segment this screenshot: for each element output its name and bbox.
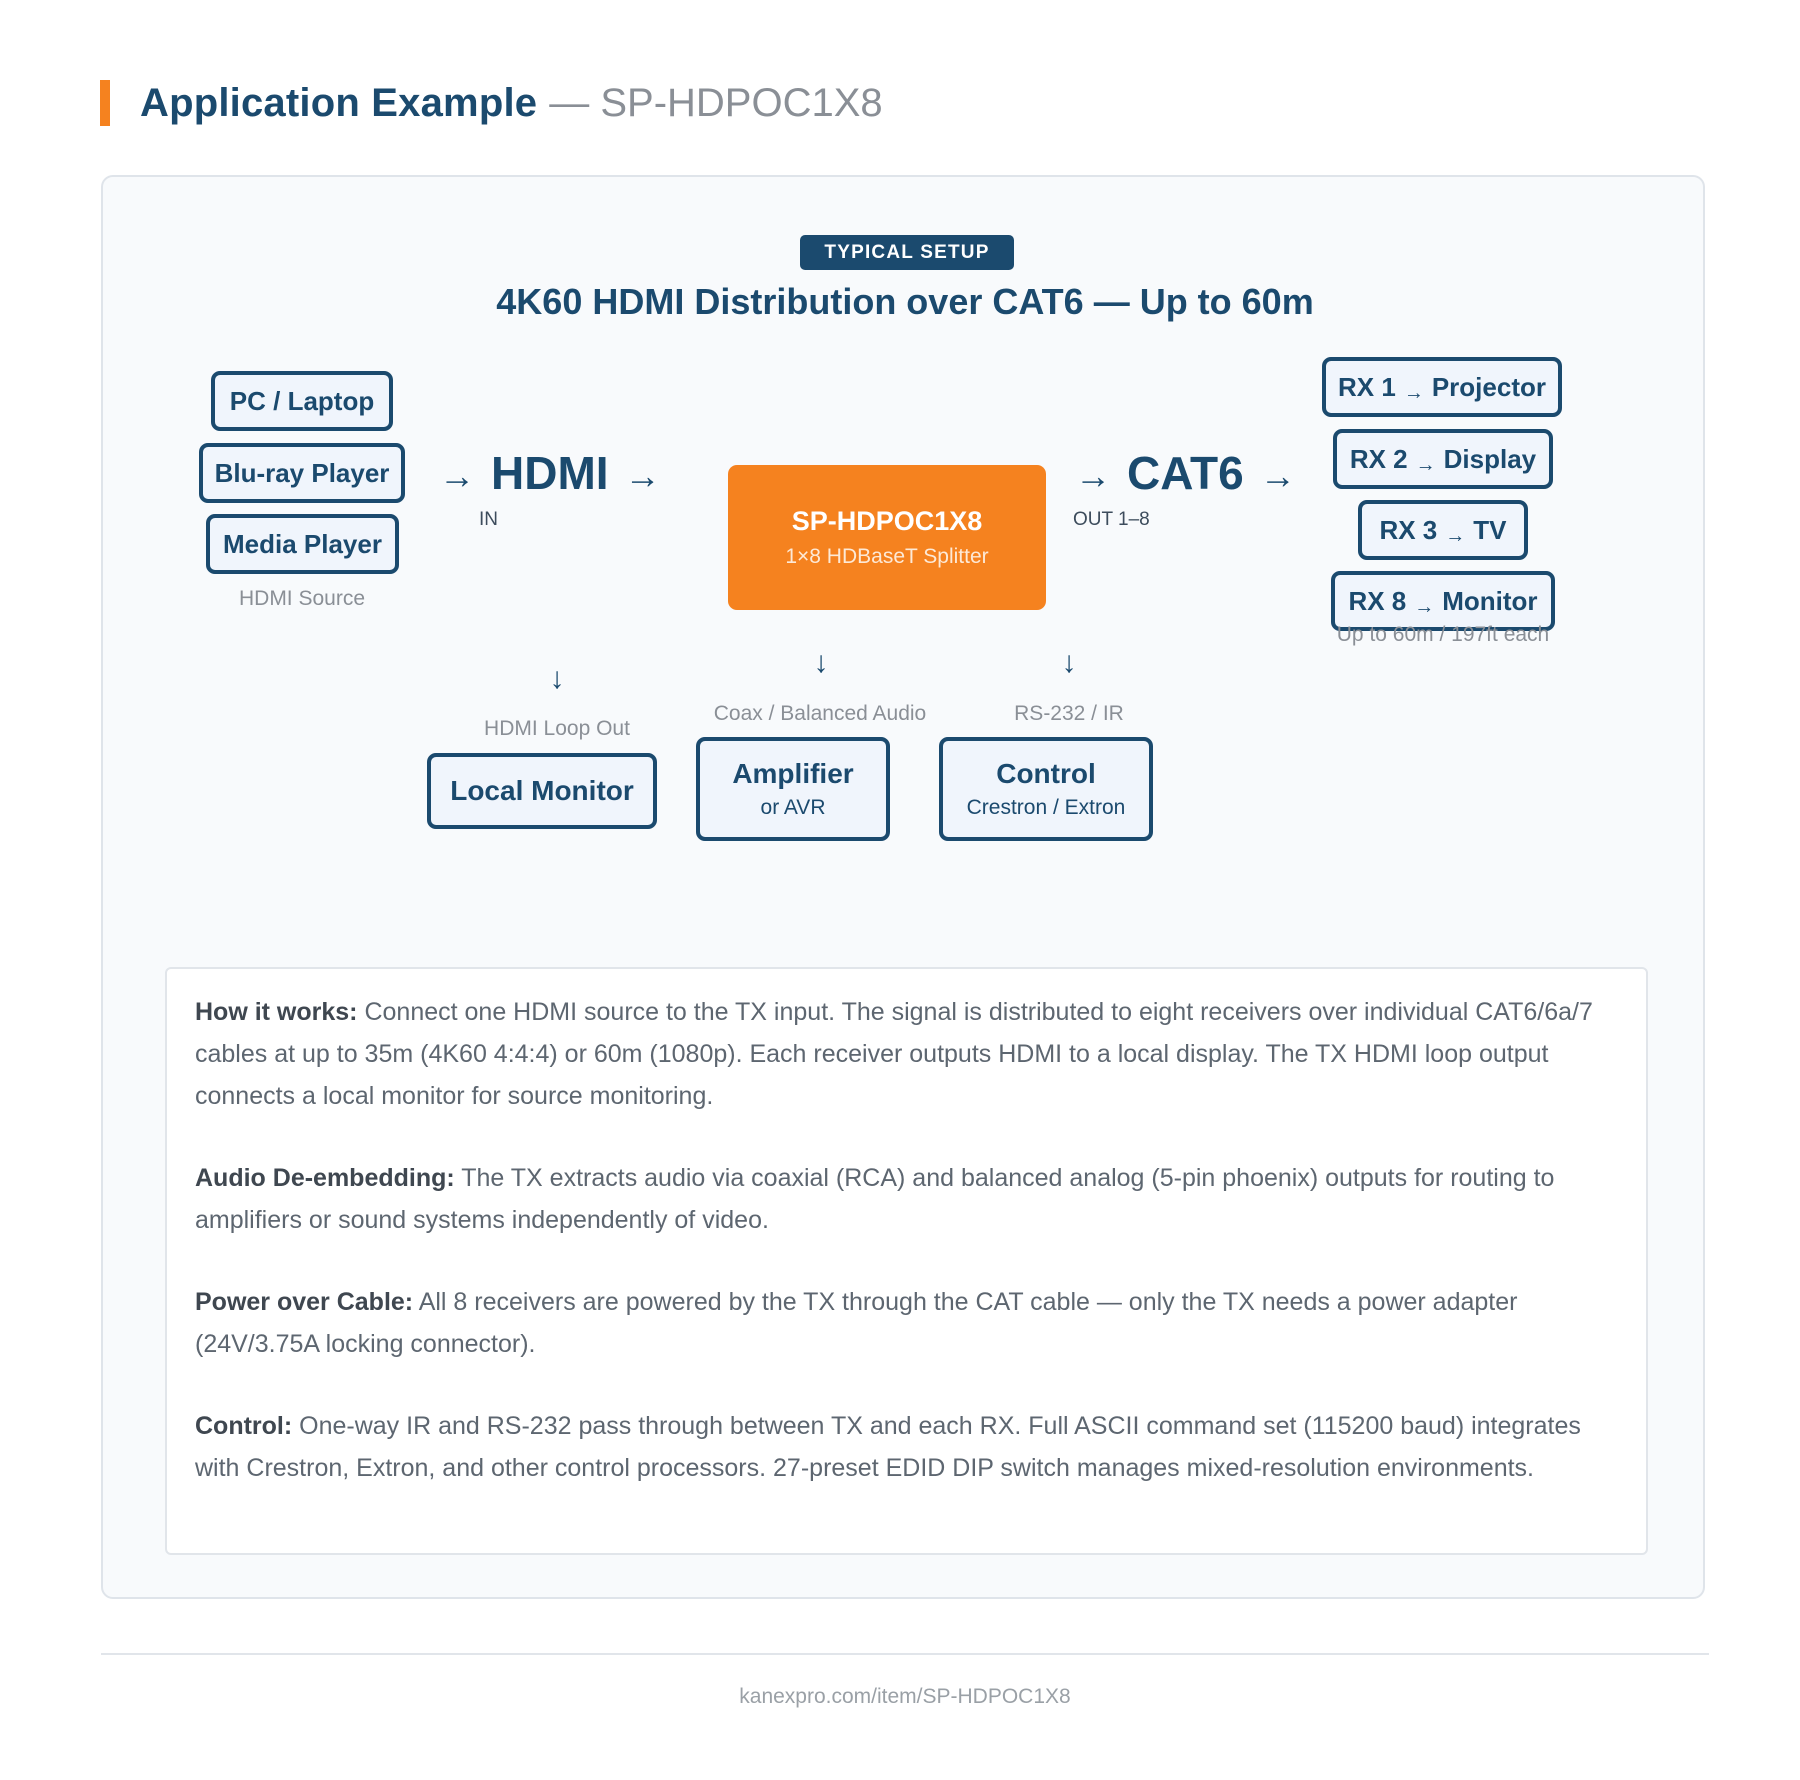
output-subtitle: Crestron / Extron: [966, 796, 1126, 819]
output-box-local-monitor: Local Monitor: [427, 753, 657, 829]
note-heading: Control:: [195, 1412, 293, 1440]
receiver-target: TV: [1473, 514, 1507, 545]
output-label-rs232-ir: RS-232 / IR: [1014, 702, 1124, 725]
receiver-box-rx3: RX 3 → TV: [1358, 500, 1528, 560]
source-box-pc-laptop: PC / Laptop: [211, 371, 393, 431]
receiver-id: RX 3: [1379, 514, 1438, 545]
splitter-name: SP-HDPOC1X8: [791, 506, 983, 536]
footer-link[interactable]: kanexpro.com/item/SP-HDPOC1X8: [739, 1685, 1071, 1708]
receiver-box-rx8: RX 8 → Monitor: [1331, 571, 1555, 631]
arrow-down-icon: ↓: [1061, 646, 1077, 679]
output-title: Local Monitor: [450, 775, 634, 806]
footer-divider: [101, 1653, 1709, 1655]
output-box-amplifier: Amplifier or AVR: [696, 737, 890, 841]
hdmi-label: HDMI: [491, 447, 609, 499]
receiver-box-rx1: RX 1 → Projector: [1322, 357, 1562, 417]
arrow-down-icon: ↓: [813, 646, 829, 679]
diagram-title: 4K60 HDMI Distribution over CAT6 — Up to…: [496, 281, 1314, 322]
arrow-right-icon: →: [439, 455, 475, 496]
receiver-id: RX 8: [1348, 585, 1407, 616]
output-port-label: OUT 1–8: [1073, 509, 1150, 530]
page-title: Application Example: [140, 80, 538, 125]
receiver-target: Projector: [1431, 371, 1546, 402]
sources-caption: HDMI Source: [238, 587, 366, 610]
note-text: Connect one HDMI source to the TX input.…: [195, 998, 1593, 1110]
note-audio-deembedding: Audio De-embedding: The TX extracts audi…: [195, 1157, 1618, 1241]
note-heading: Power over Cable:: [195, 1288, 414, 1316]
output-subtitle: or AVR: [760, 796, 826, 819]
note-text: One-way IR and RS-232 pass through betwe…: [195, 1412, 1581, 1482]
note-heading: Audio De-embedding:: [195, 1164, 455, 1192]
receivers-caption: Up to 60m / 197ft each: [1336, 623, 1550, 646]
typical-setup-badge: TYPICAL SETUP: [800, 235, 1014, 270]
receiver-target: Monitor: [1442, 585, 1538, 616]
notes-box: How it works: Connect one HDMI source to…: [165, 967, 1648, 1555]
hdmi-input-flow: → HDMI →: [423, 443, 677, 503]
arrow-right-icon: →: [1415, 453, 1436, 476]
output-title: Control: [996, 758, 1096, 789]
receiver-target: Display: [1443, 443, 1537, 474]
arrow-right-icon: →: [1403, 381, 1424, 404]
arrow-right-icon: →: [1445, 524, 1466, 547]
note-text: The TX extracts audio via coaxial (RCA) …: [195, 1164, 1555, 1234]
source-box-bluray-player: Blu-ray Player: [199, 443, 405, 503]
arrow-down-icon: ↓: [549, 662, 565, 695]
arrow-right-icon: →: [1075, 455, 1111, 496]
output-title: Amplifier: [732, 758, 854, 789]
input-port-label: IN: [479, 509, 498, 530]
output-box-control: Control Crestron / Extron: [939, 737, 1153, 841]
source-label: Media Player: [223, 528, 382, 559]
cat6-label: CAT6: [1127, 447, 1244, 499]
note-how-it-works: How it works: Connect one HDMI source to…: [195, 991, 1618, 1117]
arrow-right-icon: →: [624, 455, 661, 496]
note-control: Control: One-way IR and RS-232 pass thro…: [195, 1405, 1618, 1489]
cat6-output-flow: → CAT6 →: [1059, 443, 1312, 503]
application-panel: TYPICAL SETUP 4K60 HDMI Distribution ove…: [101, 175, 1705, 1599]
receiver-id: RX 2: [1349, 443, 1408, 474]
output-label-hdmi-loop-out: HDMI Loop Out: [484, 717, 630, 740]
arrow-right-icon: →: [1414, 595, 1435, 618]
page-subtitle: — SP-HDPOC1X8: [549, 80, 883, 125]
splitter-description: 1×8 HDBaseT Splitter: [785, 545, 989, 568]
page-header: Application Example — SP-HDPOC1X8: [100, 80, 883, 126]
splitter-box: SP-HDPOC1X8 1×8 HDBaseT Splitter: [728, 465, 1046, 610]
receiver-id: RX 1: [1338, 371, 1396, 402]
note-text: All 8 receivers are powered by the TX th…: [195, 1288, 1518, 1358]
source-label: Blu-ray Player: [214, 457, 390, 488]
source-box-media-player: Media Player: [206, 514, 399, 574]
note-heading: How it works:: [195, 998, 358, 1026]
note-power-over-cable: Power over Cable: All 8 receivers are po…: [195, 1281, 1618, 1365]
arrow-right-icon: →: [1259, 455, 1296, 496]
receiver-box-rx2: RX 2 → Display: [1333, 429, 1553, 489]
output-label-coax-balanced-audio: Coax / Balanced Audio: [713, 702, 927, 725]
source-label: PC / Laptop: [229, 385, 375, 416]
accent-bar: [100, 80, 110, 126]
